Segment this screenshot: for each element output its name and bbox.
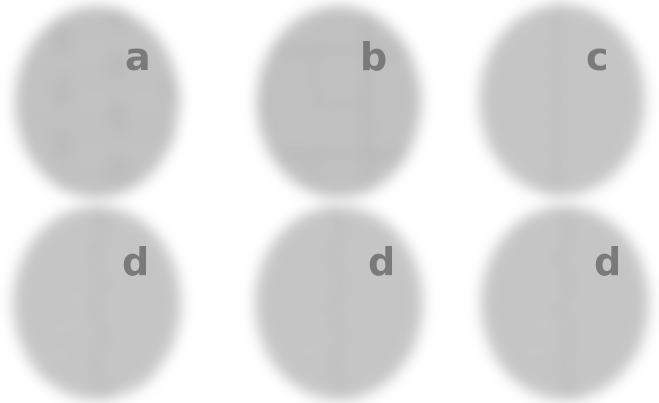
swatch-label: d [122,240,149,284]
swatch-label: b [360,35,387,79]
swatch-label: a [125,35,151,79]
swatch-label: d [594,240,621,284]
swatch-label: d [368,240,395,284]
swatch-label: c [586,35,609,79]
